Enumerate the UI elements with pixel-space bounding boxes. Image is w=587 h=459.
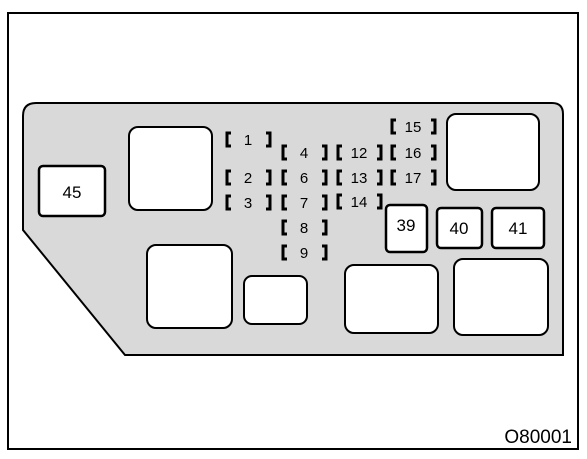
large-fuse: 45 bbox=[37, 164, 107, 218]
small-fuse: 15 bbox=[390, 118, 437, 136]
small-fuse: 9 bbox=[281, 244, 328, 262]
small-fuse: 13 bbox=[336, 169, 383, 187]
fuse-label: 7 bbox=[300, 195, 308, 212]
small-fuse: 1 bbox=[225, 131, 272, 149]
small-fuse: 17 bbox=[390, 169, 437, 187]
fuse-label: 4 bbox=[300, 145, 308, 162]
small-fuse: 12 bbox=[336, 144, 383, 162]
fuse-label: 12 bbox=[351, 145, 368, 162]
fuse-label: 1 bbox=[244, 132, 252, 149]
large-fuse: 41 bbox=[490, 206, 546, 250]
fuse-label: 6 bbox=[300, 170, 308, 187]
fuse-label: 41 bbox=[509, 219, 528, 238]
small-fuse: 8 bbox=[281, 219, 328, 237]
small-fuse: 7 bbox=[281, 194, 328, 212]
relay-block bbox=[128, 126, 213, 211]
small-fuse: 16 bbox=[390, 144, 437, 162]
fuse-label: 16 bbox=[405, 145, 422, 162]
small-fuse: 6 bbox=[281, 169, 328, 187]
fuse-label: 9 bbox=[300, 245, 308, 262]
fuse-label: 17 bbox=[405, 170, 422, 187]
relay-block bbox=[146, 244, 233, 329]
fuse-label: 8 bbox=[300, 220, 308, 237]
relay-block bbox=[446, 113, 540, 191]
large-fuse: 40 bbox=[435, 206, 484, 250]
fuse-label: 3 bbox=[244, 195, 252, 212]
fuse-label: 40 bbox=[450, 219, 469, 238]
fuse-label: 39 bbox=[397, 216, 416, 235]
large-fuse: 39 bbox=[384, 203, 429, 254]
small-fuse: 3 bbox=[225, 194, 272, 212]
relay-block bbox=[243, 275, 308, 325]
fuse-label: 2 bbox=[244, 170, 252, 187]
small-fuse: 4 bbox=[281, 144, 328, 162]
small-fuse: 14 bbox=[336, 193, 383, 211]
relay-block bbox=[344, 264, 439, 334]
relay-block bbox=[453, 258, 549, 336]
small-fuse: 2 bbox=[225, 169, 272, 187]
fuse-label: 15 bbox=[405, 119, 422, 136]
fuse-label: 14 bbox=[351, 194, 368, 211]
fuse-label: 45 bbox=[63, 183, 82, 202]
figure-code: O80001 bbox=[504, 427, 572, 448]
fuse-label: 13 bbox=[351, 170, 368, 187]
